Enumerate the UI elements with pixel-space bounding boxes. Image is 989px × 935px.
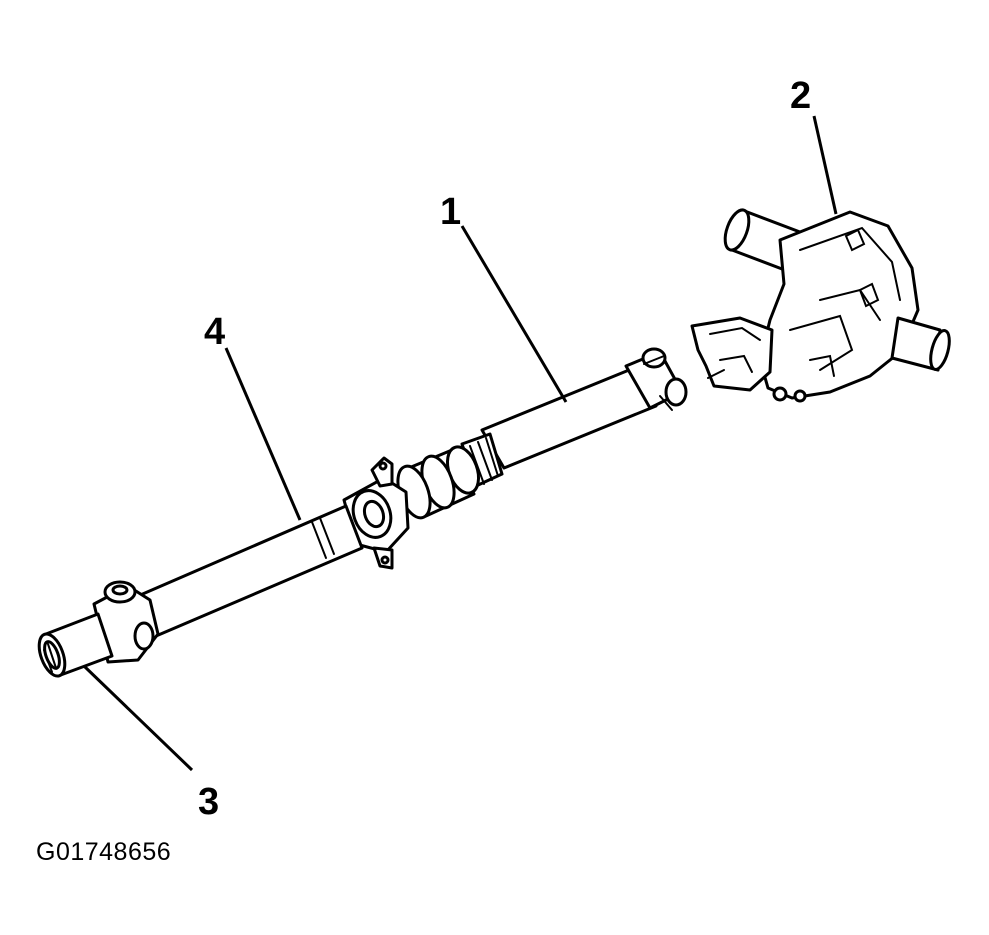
figure-id-label: G01748656 xyxy=(36,838,172,866)
callout-4: 4 xyxy=(204,311,225,353)
leader-line-1 xyxy=(460,225,568,403)
front-slip-yoke xyxy=(37,580,160,678)
rear-differential xyxy=(690,208,951,403)
callout-2: 2 xyxy=(790,75,811,117)
leader-lines xyxy=(82,115,838,772)
front-propeller-shaft xyxy=(136,504,364,638)
leader-line-2 xyxy=(812,115,838,215)
rear-propeller-shaft xyxy=(460,347,688,488)
callout-1: 1 xyxy=(440,191,461,233)
center-support-bearing xyxy=(342,445,481,570)
leader-line-3 xyxy=(82,664,194,772)
callout-3: 3 xyxy=(198,781,219,823)
leader-line-4 xyxy=(224,347,302,521)
